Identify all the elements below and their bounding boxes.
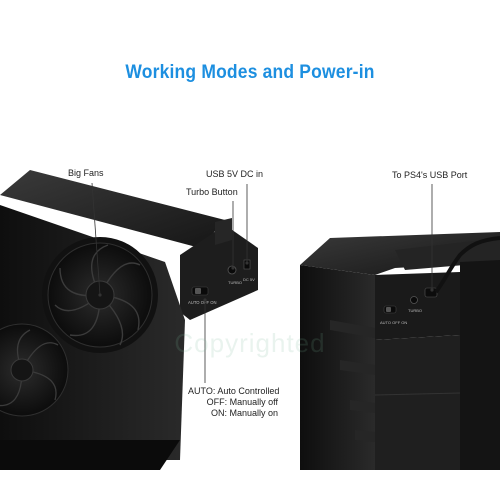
label-usb-dc-in: USB 5V DC in — [206, 169, 264, 179]
mode-off: OFF: Manually off — [206, 397, 278, 407]
cooling-fan-device-left: AUTO OFF ON TURBO DC 5V — [0, 170, 258, 470]
label-modes: AUTO: Auto Controlled OFF: Manually off … — [188, 386, 280, 419]
leader-lines — [91, 182, 433, 383]
page-title: Working Modes and Power-in — [125, 62, 375, 83]
label-turbo-button: Turbo Button — [186, 187, 238, 197]
switch-position-marking-right: AUTO OFF ON — [380, 320, 407, 325]
big-fan-lower — [0, 323, 69, 417]
dc-marking: DC 5V — [243, 277, 255, 282]
label-big-fans: Big Fans — [68, 168, 104, 178]
turbo-button-right[interactable] — [410, 296, 418, 304]
mode-on: ON: Manually on — [210, 408, 278, 418]
mode-auto: AUTO: Auto Controlled — [188, 386, 280, 396]
turbo-marking-right: TURBO — [408, 308, 422, 313]
cooling-fan-device-right: AUTO OFF ON TURBO — [300, 232, 500, 470]
label-to-usb-port: To PS4's USB Port — [392, 170, 468, 180]
watermark: Copyrighted — [174, 328, 326, 358]
switch-position-marking: AUTO OFF ON — [188, 300, 217, 305]
turbo-marking: TURBO — [228, 280, 242, 285]
leader-big-fans — [91, 182, 101, 296]
